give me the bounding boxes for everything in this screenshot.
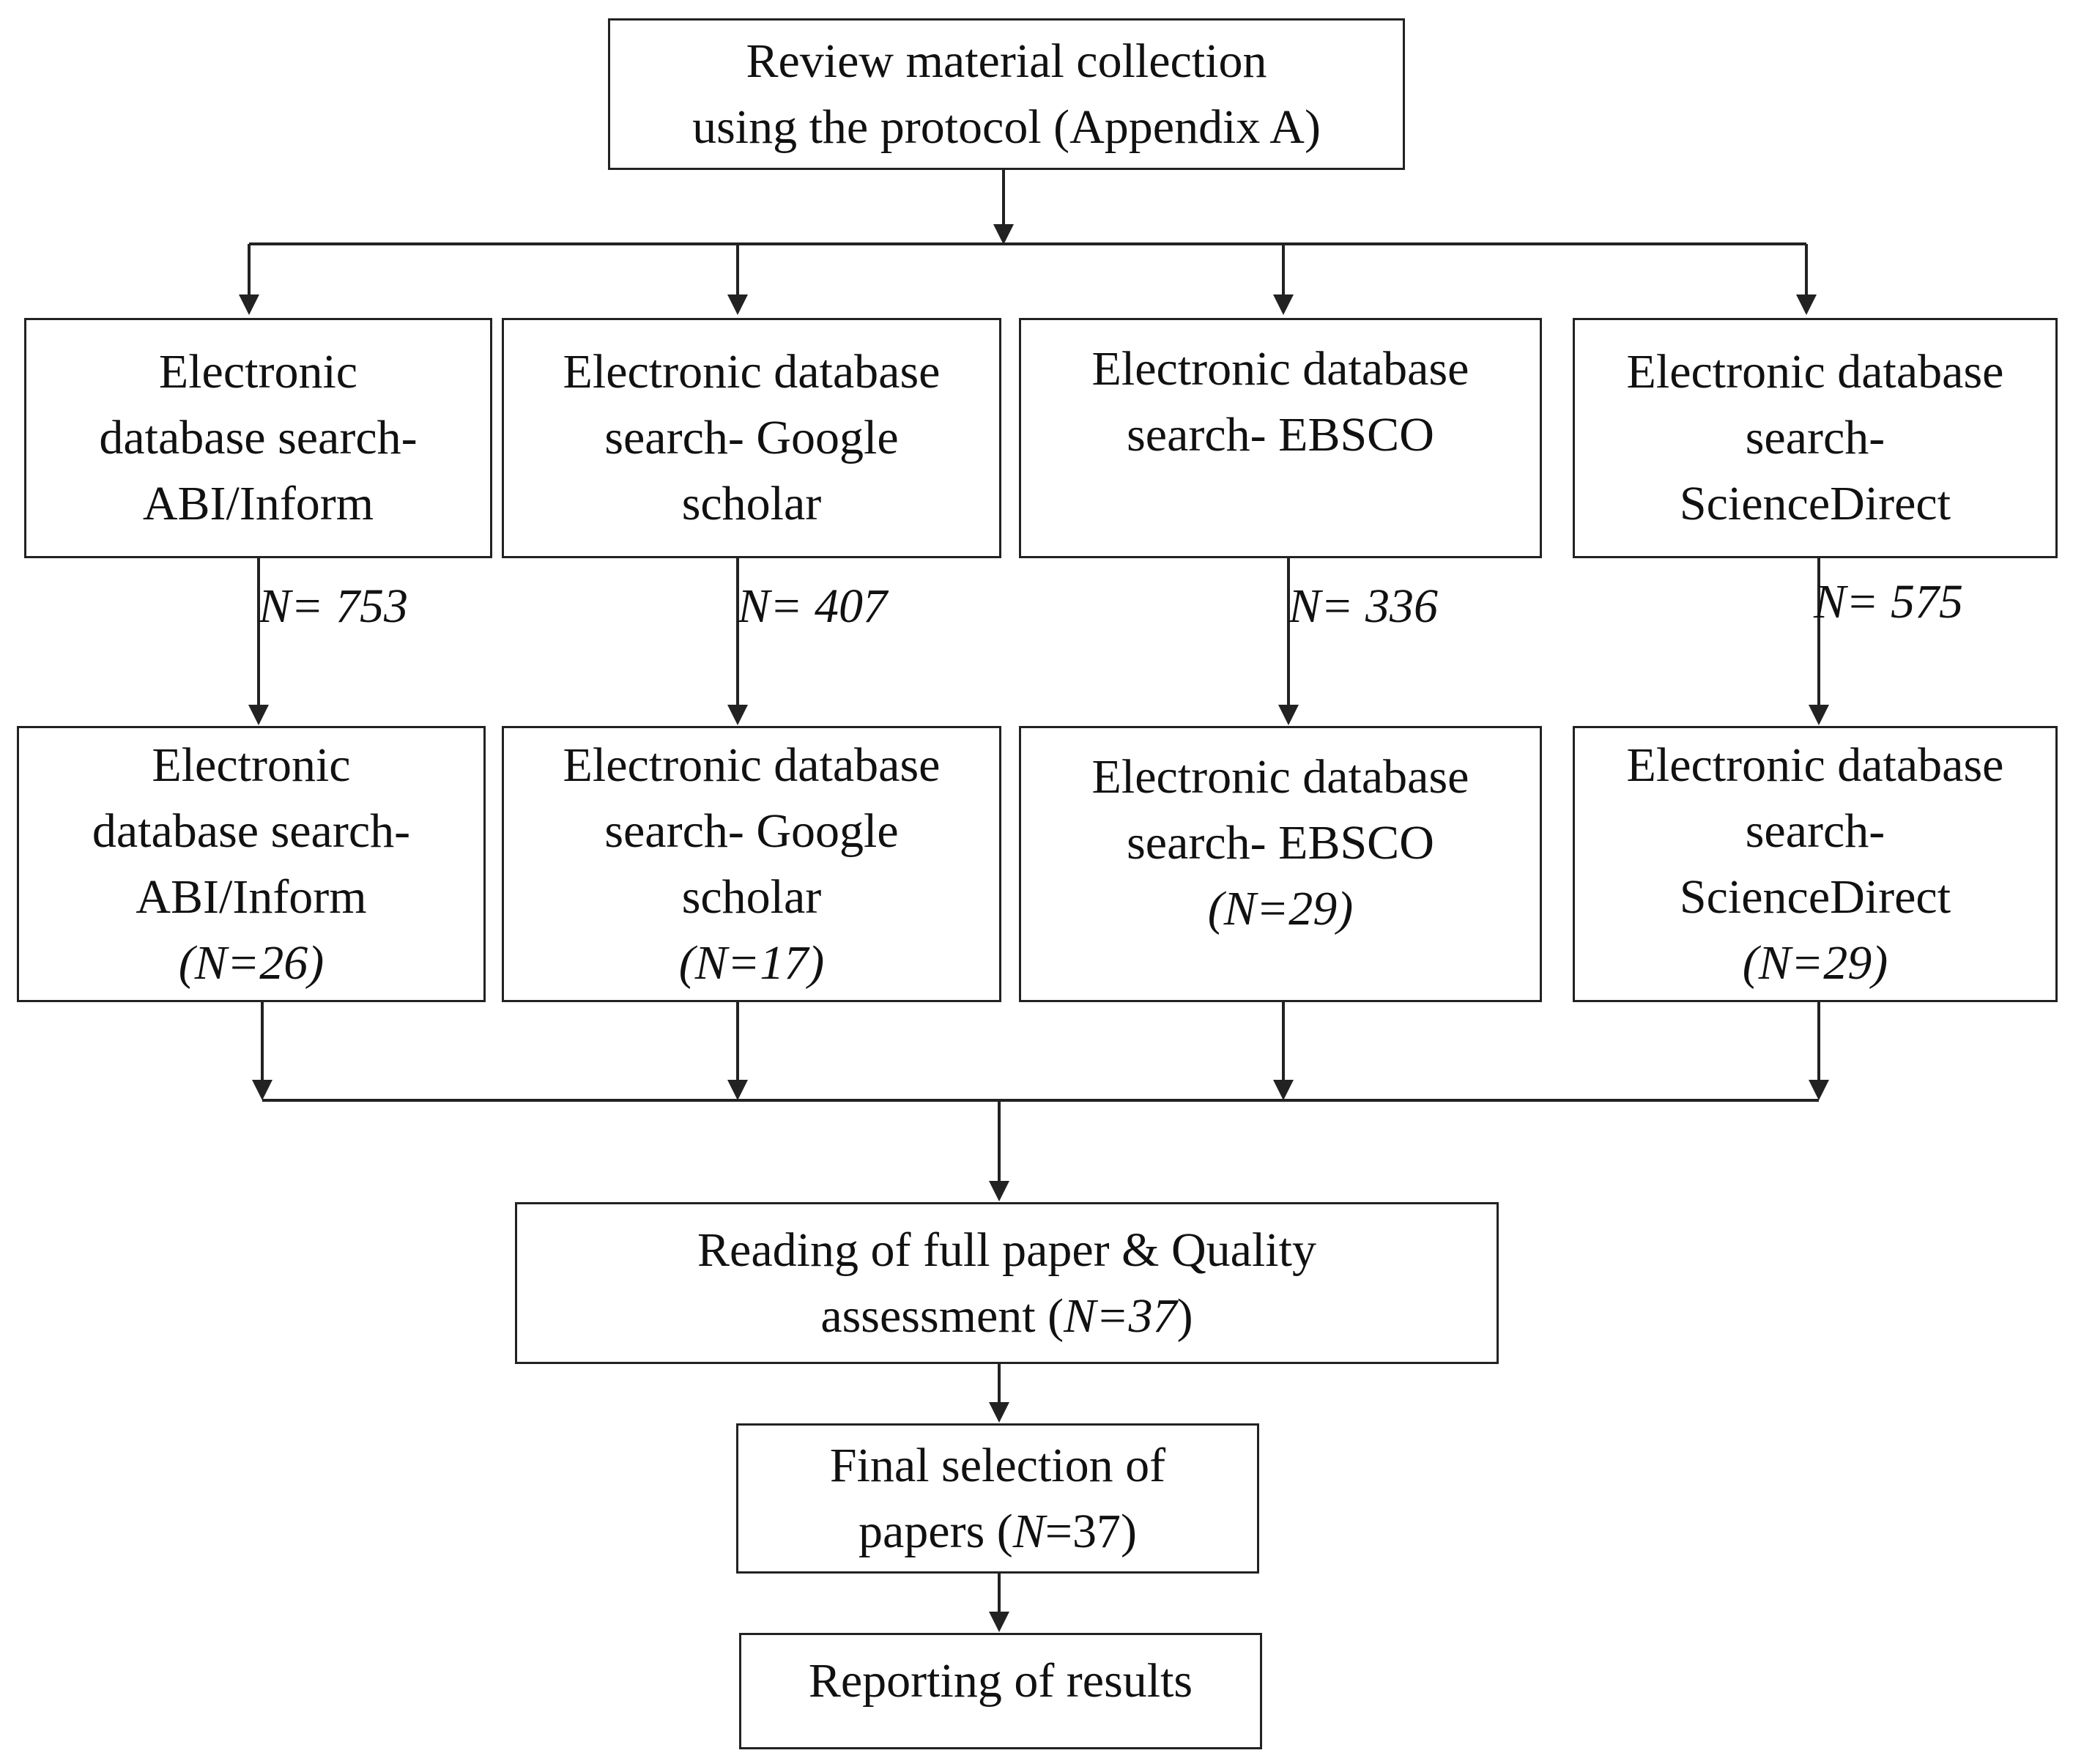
search-sd-line1: Electronic database — [1626, 345, 2004, 399]
arrowhead — [989, 1402, 1009, 1423]
search-ebsco-line1: Electronic database — [1091, 342, 1469, 396]
search-box-abi-inform: Electronic database search- ABI/Inform — [24, 318, 492, 558]
filtered-sd-line1: Electronic database — [1626, 738, 2004, 792]
count-label-ebsco: N= 336 — [1288, 579, 1439, 633]
filtered-abi-line2: database search- — [92, 804, 411, 858]
filtered-box-ebsco: Electronic database search- EBSCO (N=29) — [1019, 726, 1542, 1002]
filtered-google-line3: scholar — [681, 870, 822, 924]
search-google-line3: scholar — [681, 477, 822, 530]
arrowhead — [989, 1612, 1009, 1632]
count-label-abi: N= 753 — [259, 579, 409, 633]
arrowhead — [727, 294, 748, 315]
arrowhead — [1796, 294, 1817, 315]
reading-line2: assessment (N=37) — [697, 1283, 1316, 1349]
reading-line2-post: ) — [1176, 1289, 1193, 1343]
filtered-abi-line1: Electronic — [152, 738, 351, 792]
start-line2: using the protocol (Appendix A) — [692, 100, 1321, 154]
start-box: Review material collection using the pro… — [608, 18, 1405, 170]
arrowhead — [248, 705, 269, 725]
arrowhead — [1273, 1080, 1294, 1100]
final-line2-n: N — [1012, 1504, 1045, 1558]
search-google-line1: Electronic database — [563, 345, 941, 399]
filtered-sd-line2: search- — [1745, 804, 1885, 858]
reading-line2-n: N=37 — [1064, 1289, 1177, 1343]
reading-line2-pre: assessment ( — [820, 1289, 1064, 1343]
arrowhead — [1278, 705, 1299, 725]
arrowhead — [252, 1080, 272, 1100]
count-label-google: N= 407 — [738, 579, 888, 633]
filtered-sd-line3: ScienceDirect — [1679, 870, 1951, 924]
reading-box: Reading of full paper & Quality assessme… — [515, 1202, 1499, 1364]
arrowhead — [993, 224, 1014, 245]
filtered-box-abi-inform: Electronic database search- ABI/Inform (… — [17, 726, 486, 1002]
final-line2: papers (N=37) — [830, 1499, 1165, 1565]
search-abi-line3: ABI/Inform — [142, 477, 374, 530]
arrowhead — [1273, 294, 1294, 315]
filtered-ebsco-line2: search- EBSCO — [1127, 816, 1434, 870]
search-box-ebsco: Electronic database search- EBSCO — [1019, 318, 1542, 558]
final-line2-post: =37) — [1045, 1504, 1137, 1558]
arrowhead — [1809, 705, 1829, 725]
start-box-text: Review material collection using the pro… — [692, 29, 1321, 160]
final-line1: Final selection of — [829, 1438, 1166, 1492]
filtered-box-google-scholar: Electronic database search- Google schol… — [502, 726, 1001, 1002]
arrowhead — [727, 1080, 748, 1100]
filtered-ebsco-count: (N=29) — [1207, 882, 1354, 935]
search-abi-line2: database search- — [99, 411, 418, 464]
search-sd-line3: ScienceDirect — [1679, 477, 1951, 530]
start-line1: Review material collection — [746, 34, 1267, 88]
search-abi-line1: Electronic — [158, 345, 358, 399]
search-sd-line2: search- — [1745, 411, 1885, 464]
filtered-sd-count: (N=29) — [1742, 935, 1888, 990]
count-label-sciencedirect: N= 575 — [1814, 575, 1964, 629]
report-line1: Reporting of results — [808, 1654, 1193, 1708]
search-google-line2: search- Google — [604, 411, 899, 464]
filtered-abi-line3: ABI/Inform — [136, 870, 367, 924]
filtered-abi-count: (N=26) — [178, 935, 325, 990]
arrowhead — [727, 705, 748, 725]
filtered-google-line2: search- Google — [604, 804, 899, 858]
final-selection-box: Final selection of papers (N=37) — [736, 1423, 1259, 1574]
reading-line1: Reading of full paper & Quality — [697, 1223, 1316, 1277]
search-box-sciencedirect: Electronic database search- ScienceDirec… — [1573, 318, 2058, 558]
reporting-box: Reporting of results — [739, 1633, 1262, 1749]
filtered-google-count: (N=17) — [678, 935, 825, 990]
search-box-google-scholar: Electronic database search- Google schol… — [502, 318, 1001, 558]
filtered-box-sciencedirect: Electronic database search- ScienceDirec… — [1573, 726, 2058, 1002]
filtered-google-line1: Electronic database — [563, 738, 941, 792]
arrowhead — [989, 1181, 1009, 1201]
search-ebsco-line2: search- EBSCO — [1127, 408, 1434, 462]
final-line2-pre: papers ( — [859, 1504, 1013, 1558]
arrowhead — [239, 294, 259, 315]
arrowhead — [1809, 1080, 1829, 1100]
filtered-ebsco-line1: Electronic database — [1091, 750, 1469, 804]
